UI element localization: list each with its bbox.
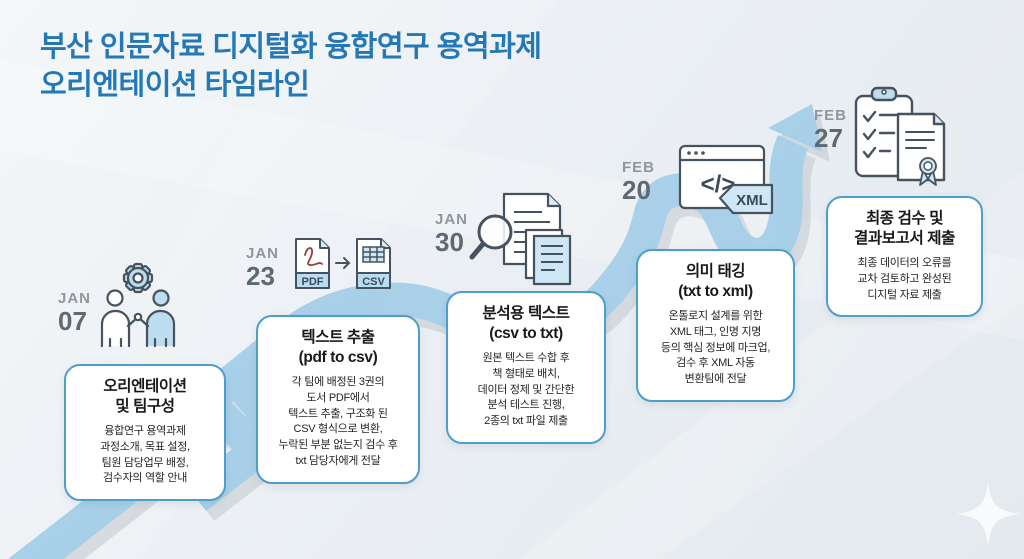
milestone-5-month: FEB bbox=[814, 107, 847, 124]
milestone-3-day: 30 bbox=[435, 226, 464, 257]
milestone-3-date: JAN 30 bbox=[435, 211, 469, 257]
milestone-1-card-body: 융합연구 용역과제 과정소개, 목표 설정, 팀원 담당업무 배정, 검수자의 … bbox=[100, 424, 190, 485]
milestone-4-date: FEB 20 bbox=[622, 159, 655, 205]
milestone-3-card: 분석용 텍스트 (csv to txt) 원본 텍스트 수합 후 책 형태로 배… bbox=[446, 291, 606, 445]
milestone-4-card: 의미 태깅 (txt to xml) 온톨로지 설계를 위한 XML 태그, 인… bbox=[636, 249, 795, 403]
milestone-5-card-title: 최종 검수 및 결과보고서 제출 bbox=[854, 210, 955, 247]
milestone-5-card: 최종 검수 및 결과보고서 제출 최종 데이터의 오류를 교차 검토하고 완성된… bbox=[826, 196, 983, 318]
milestone-2-card: 텍스트 추출 (pdf to csv) 각 팀에 배정된 3권의 도서 PDF에… bbox=[256, 315, 420, 485]
milestone-2-day: 23 bbox=[246, 260, 275, 291]
milestone-4-day: 20 bbox=[622, 174, 651, 205]
milestone-5-card-body: 최종 데이터의 오류를 교차 검토하고 완성된 디지털 자료 제출 bbox=[857, 256, 952, 301]
milestone-2-card-body: 각 팀에 배정된 3권의 도서 PDF에서 텍스트 추출, 구조화 된 CSV … bbox=[278, 375, 398, 468]
pdf-label: PDF bbox=[302, 276, 324, 288]
handshake-gear-icon bbox=[100, 262, 176, 348]
xml-code-window-icon: </> XML bbox=[678, 144, 774, 215]
milestone-3-card-body: 원본 텍스트 수합 후 책 형태로 배치, 데이터 정제 및 간단한 분석 테스… bbox=[477, 351, 575, 428]
milestone-5-date: FEB 27 bbox=[814, 107, 847, 153]
arrow-right-icon bbox=[335, 257, 351, 269]
milestone-4-card-body: 온톨로지 설계를 위한 XML 태그, 인명 지명 등의 핵심 정보에 마크업,… bbox=[660, 309, 771, 386]
milestone-1-card: 오리엔테이션 및 팀구성 융합연구 용역과제 과정소개, 목표 설정, 팀원 담… bbox=[64, 364, 226, 502]
milestone-3-month: JAN bbox=[435, 211, 469, 228]
milestone-4-card-title: 의미 태깅 (txt to xml) bbox=[678, 263, 753, 300]
milestone-1-card-title: 오리엔테이션 및 팀구성 bbox=[103, 378, 187, 415]
milestone-5-day: 27 bbox=[814, 122, 843, 153]
xml-label: XML bbox=[736, 192, 768, 209]
page-title: 부산 인문자료 디지털화 융합연구 용역과제 오리엔테이션 타임라인 bbox=[40, 28, 542, 105]
milestone-2-month: JAN bbox=[246, 245, 280, 262]
milestone-1-day: 07 bbox=[58, 305, 87, 336]
milestone-2-date: JAN 23 bbox=[246, 245, 280, 291]
milestone-1-month: JAN bbox=[58, 290, 92, 307]
pdf-to-csv-icon: PDF CSV bbox=[295, 238, 391, 289]
checklist-certificate-icon bbox=[854, 86, 946, 186]
milestone-2-card-title: 텍스트 추출 (pdf to csv) bbox=[298, 329, 378, 366]
milestone-1-date: JAN 07 bbox=[58, 290, 92, 336]
magnifier-documents-icon bbox=[469, 192, 572, 286]
milestone-3-card-title: 분석용 텍스트 (csv to txt) bbox=[482, 305, 570, 342]
milestone-4-month: FEB bbox=[622, 159, 655, 176]
magnifier-icon bbox=[469, 214, 513, 260]
sparkle-icon bbox=[956, 482, 1020, 546]
page-title-line1: 부산 인문자료 디지털화 융합연구 용역과제 bbox=[40, 31, 542, 63]
page-title-line2: 오리엔테이션 타임라인 bbox=[40, 69, 310, 102]
csv-label: CSV bbox=[362, 276, 385, 288]
xml-tag-icon bbox=[718, 183, 774, 215]
